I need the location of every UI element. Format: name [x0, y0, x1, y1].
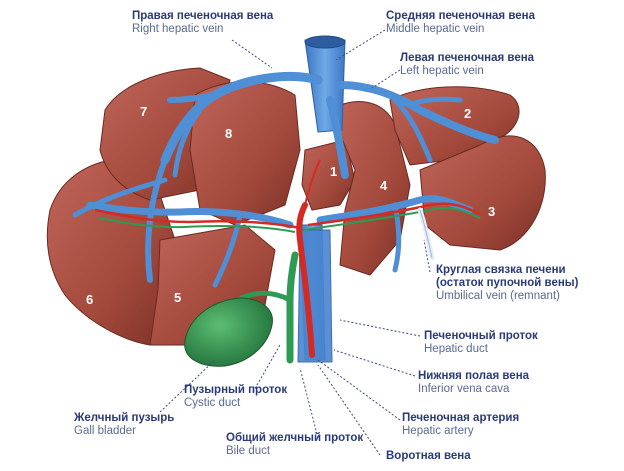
- label-left-hepatic-vein: Левая печеночная вена Left hepatic vein: [400, 52, 535, 77]
- label-right-hepatic-vein: Правая печеночная вена Right hepatic vei…: [132, 10, 274, 35]
- leader-lines: [159, 29, 431, 456]
- segment-number-8: 8: [225, 126, 232, 141]
- hepatic-artery: [94, 159, 481, 358]
- label-hepatic-artery: Печеночная артерия Hepatic artery: [402, 412, 520, 437]
- segment-4: [329, 101, 411, 276]
- label-hepatic-duct: Печеночный проток Hepatic duct: [424, 330, 538, 355]
- segment-number-5: 5: [174, 290, 181, 305]
- gall-bladder: [184, 297, 273, 367]
- segment-number-7: 7: [140, 104, 147, 119]
- segment-number-1: 1: [330, 164, 337, 179]
- label-gall-bladder: Желчный пузырь Gall bladder: [74, 412, 175, 437]
- label-bile-duct: Общий желчный проток Bile duct: [226, 432, 364, 457]
- segment-number-3: 3: [488, 204, 495, 219]
- segment-3: [419, 135, 546, 251]
- label-middle-hepatic-vein: Средняя печеночная вена Middle hepatic v…: [386, 10, 535, 35]
- label-inferior-vena-cava: Нижняя полая вена Inferior vena cava: [418, 370, 530, 395]
- label-cystic-duct: Пузырный проток Cystic duct: [184, 384, 288, 409]
- round-ligament: [417, 207, 435, 261]
- segment-6: [46, 159, 176, 346]
- segment-number-2: 2: [464, 106, 471, 121]
- label-portal-vein: Воротная вена: [386, 450, 471, 462]
- label-round-ligament: Круглая связка печени (остаток пупочной …: [436, 264, 579, 302]
- inferior-vena-cava: [297, 229, 333, 363]
- hepatic-veins: [72, 35, 499, 283]
- segment-number-6: 6: [86, 292, 93, 307]
- segment-number-4: 4: [380, 178, 388, 193]
